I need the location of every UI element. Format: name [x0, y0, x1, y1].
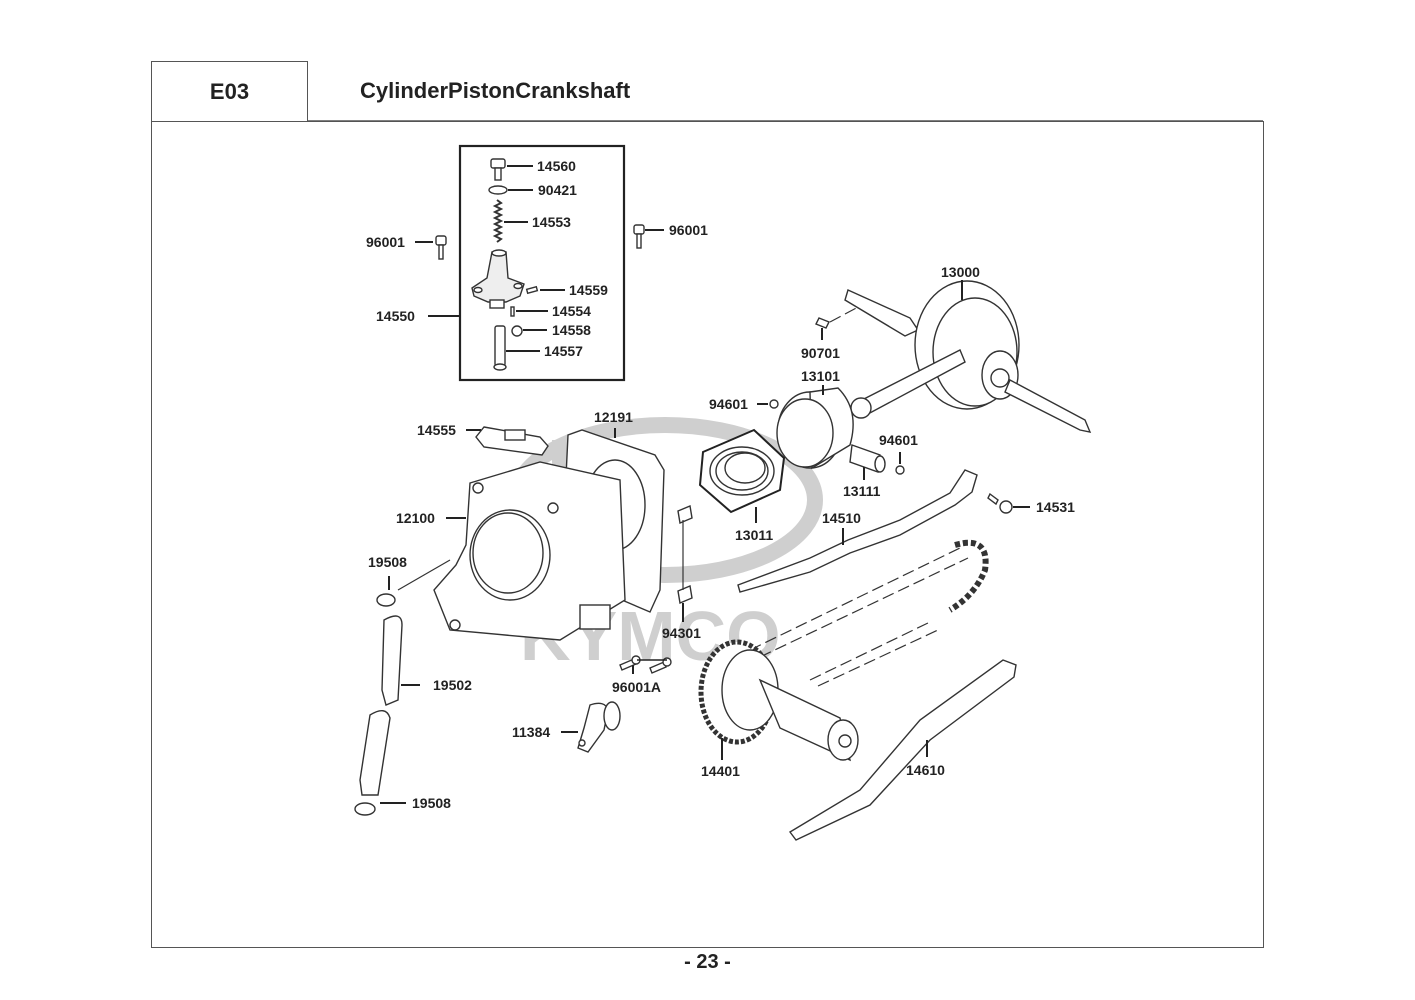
label-14554: 14554 — [552, 303, 591, 319]
label-14531: 14531 — [1036, 499, 1075, 515]
label-14510: 14510 — [822, 510, 861, 526]
page-number: - 23 - — [684, 951, 731, 973]
label-14553: 14553 — [532, 214, 571, 230]
label-12191: 12191 — [594, 409, 633, 425]
part-13000-crankshaft — [844, 280, 1092, 433]
part-14555-gasket — [466, 426, 549, 456]
section-title: CylinderPistonCrankshaft — [360, 78, 631, 103]
part-14531-bolt — [987, 492, 1030, 514]
part-96001A-bolts — [619, 655, 672, 674]
label-13111: 13111 — [843, 483, 881, 499]
label-94601-top: 94601 — [709, 396, 748, 412]
label-14560: 14560 — [537, 158, 576, 174]
part-19508-top-clamp — [376, 559, 451, 607]
part-14550-tensioner-body — [471, 249, 525, 309]
part-13011-piston-rings — [698, 428, 786, 523]
label-96001-left: 96001 — [366, 234, 405, 250]
label-14557: 14557 — [544, 343, 583, 359]
label-14555: 14555 — [417, 422, 456, 438]
label-19502: 19502 — [433, 677, 472, 693]
part-14560-bolt — [490, 158, 533, 181]
part-14557-rod — [493, 325, 540, 371]
part-90421-washer — [488, 185, 533, 195]
label-19508-top: 19508 — [368, 554, 407, 570]
part-94301-dowels — [677, 505, 693, 622]
label-14401: 14401 — [701, 763, 740, 779]
label-13101: 13101 — [801, 368, 840, 384]
label-12100: 12100 — [396, 510, 435, 526]
label-96001A: 96001A — [612, 679, 661, 695]
part-13111-piston-pin — [849, 444, 886, 480]
part-14554-small-pin — [510, 306, 548, 317]
part-14553-spring — [492, 199, 528, 243]
part-11384-bracket — [561, 701, 621, 753]
part-14401-camshaft-sprocket — [698, 639, 859, 762]
label-19508-bottom: 19508 — [412, 795, 451, 811]
label-96001-right: 96001 — [669, 222, 708, 238]
label-14550: 14550 — [376, 308, 415, 324]
part-12100-cylinder — [433, 461, 626, 641]
part-14610-chain-guide — [788, 659, 1017, 841]
cam-chain — [749, 539, 989, 687]
part-13101-piston — [776, 385, 854, 470]
part-14558-cap — [511, 325, 547, 337]
label-13011: 13011 — [735, 527, 773, 543]
part-90701-key — [815, 305, 861, 340]
part-94601-top-clip — [757, 399, 779, 409]
label-11384: 11384 — [512, 724, 550, 740]
part-94601-bottom-clip — [895, 452, 905, 475]
label-94601-bottom: 94601 — [879, 432, 918, 448]
label-14558: 14558 — [552, 322, 591, 338]
part-19502-hose — [359, 615, 420, 796]
part-96001-left-bolt — [415, 235, 447, 260]
section-code: E03 — [151, 61, 308, 121]
label-14610: 14610 — [906, 762, 945, 778]
tensioner-inset-box — [458, 144, 626, 382]
label-90421: 90421 — [538, 182, 577, 198]
part-14510-tensioner-guide — [737, 469, 978, 593]
part-96001-right-bolt — [633, 224, 664, 249]
label-14559: 14559 — [569, 282, 608, 298]
part-14559-pin — [525, 285, 565, 295]
label-94301: 94301 — [662, 625, 701, 641]
label-13000: 13000 — [941, 264, 980, 280]
label-90701: 90701 — [801, 345, 840, 361]
part-19508-bottom-clamp — [354, 802, 406, 816]
